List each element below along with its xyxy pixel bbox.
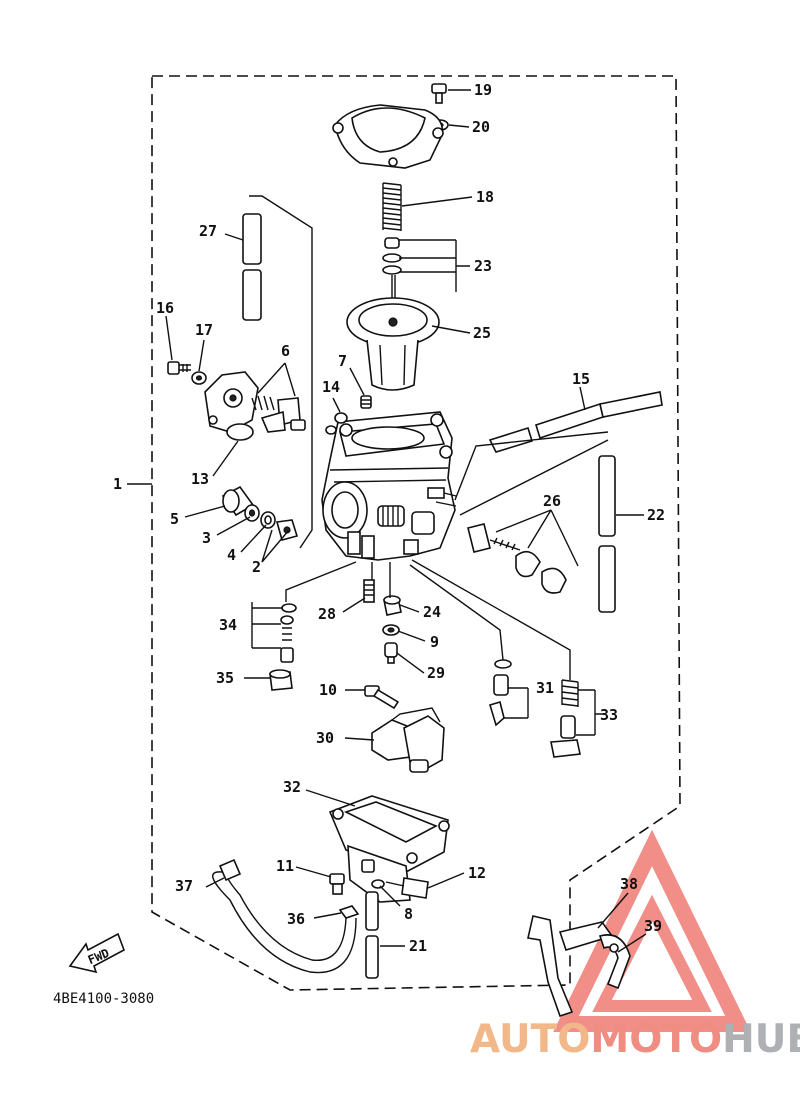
carb-top-cover bbox=[332, 104, 444, 169]
vent-tube-22 bbox=[598, 455, 616, 613]
part-label-30: 30 bbox=[316, 729, 334, 747]
cap-5 bbox=[221, 485, 255, 517]
screw-7 bbox=[360, 395, 372, 409]
svg-text:AUTOMOTOHUB: AUTOMOTOHUB bbox=[470, 1017, 800, 1062]
part-label-19: 19 bbox=[474, 81, 492, 99]
washer-9 bbox=[382, 624, 400, 636]
part-label-4: 4 bbox=[227, 546, 236, 564]
accelerator-pump-cover bbox=[204, 371, 259, 433]
main-jet-28 bbox=[363, 579, 375, 603]
part-label-38: 38 bbox=[620, 875, 638, 893]
part-label-35: 35 bbox=[216, 669, 234, 687]
watermark-moto: MOTO bbox=[590, 1017, 722, 1062]
part-label-18: 18 bbox=[476, 188, 494, 206]
part-label-33: 33 bbox=[600, 706, 618, 724]
washer-3 bbox=[244, 504, 260, 522]
part-label-36: 36 bbox=[287, 910, 305, 928]
watermark-auto: AUTO bbox=[470, 1017, 590, 1062]
part-label-26: 26 bbox=[543, 492, 561, 510]
drain-bolt-12 bbox=[385, 877, 429, 899]
pilot-jet-29 bbox=[384, 642, 398, 664]
part-label-6: 6 bbox=[281, 342, 290, 360]
carburetor-body bbox=[321, 411, 457, 561]
drain-hose-37 bbox=[212, 858, 357, 974]
part-label-16: 16 bbox=[156, 299, 174, 317]
part-label-27: 27 bbox=[199, 222, 217, 240]
part-label-31: 31 bbox=[536, 679, 554, 697]
part-label-12: 12 bbox=[468, 864, 486, 882]
part-label-10: 10 bbox=[319, 681, 337, 699]
clip-8 bbox=[371, 879, 385, 889]
watermark-text: AUTOMOTOHUB bbox=[470, 1017, 800, 1062]
spring-diaphragm-6 bbox=[251, 395, 306, 433]
screw-2 bbox=[275, 519, 299, 541]
tube-27 bbox=[242, 213, 262, 321]
clip-36 bbox=[338, 905, 360, 919]
part-label-22: 22 bbox=[647, 506, 665, 524]
part-label-1: 1 bbox=[113, 475, 122, 493]
drain-tube-21 bbox=[365, 891, 379, 979]
diagram-part-code: 4BE4100-3080 bbox=[53, 991, 154, 1007]
part-label-3: 3 bbox=[202, 529, 211, 547]
diaphragm-piston-25 bbox=[346, 297, 440, 391]
o-ring-13 bbox=[226, 423, 254, 441]
plug-35 bbox=[269, 669, 293, 691]
spring-18 bbox=[382, 182, 402, 231]
part-label-39: 39 bbox=[644, 917, 662, 935]
part-label-20: 20 bbox=[472, 118, 490, 136]
float-30 bbox=[371, 707, 445, 773]
vent-hose-15 bbox=[488, 391, 663, 453]
part-label-2: 2 bbox=[252, 558, 261, 576]
float-bowl-32 bbox=[328, 795, 450, 903]
pilot-screw-33 bbox=[550, 679, 581, 758]
part-label-29: 29 bbox=[427, 664, 445, 682]
part-label-15: 15 bbox=[572, 370, 590, 388]
part-label-14: 14 bbox=[322, 378, 340, 396]
part-label-7: 7 bbox=[338, 352, 347, 370]
screw-11 bbox=[329, 873, 345, 895]
o-ring-4 bbox=[260, 511, 276, 529]
part-label-34: 34 bbox=[219, 616, 237, 634]
part-label-23: 23 bbox=[474, 257, 492, 275]
part-number-labels: 1 2 3 4 5 6 7 8 9 10 11 12 13 14 15 16 1… bbox=[113, 81, 665, 955]
part-label-8: 8 bbox=[404, 905, 413, 923]
jet-needle-parts-23 bbox=[382, 237, 402, 340]
part-label-25: 25 bbox=[473, 324, 491, 342]
o-ring-14 bbox=[325, 412, 348, 435]
float-pin-screw-10 bbox=[364, 685, 400, 710]
watermark-hub: HUB bbox=[722, 1017, 800, 1062]
washer-17 bbox=[191, 371, 207, 385]
jet-set-34 bbox=[280, 603, 297, 663]
part-label-28: 28 bbox=[318, 605, 336, 623]
part-label-11: 11 bbox=[276, 857, 294, 875]
part-label-13: 13 bbox=[191, 470, 209, 488]
part-label-37: 37 bbox=[175, 877, 193, 895]
leader-lines bbox=[127, 89, 647, 953]
bolt-16 bbox=[167, 361, 191, 375]
part-label-21: 21 bbox=[409, 937, 427, 955]
nozzle-24 bbox=[383, 595, 402, 616]
idle-screw-set-26 bbox=[467, 523, 567, 594]
part-label-24: 24 bbox=[423, 603, 441, 621]
part-label-9: 9 bbox=[430, 633, 439, 651]
part-label-17: 17 bbox=[195, 321, 213, 339]
part-label-32: 32 bbox=[283, 778, 301, 796]
needle-valve-31 bbox=[489, 659, 512, 727]
part-label-5: 5 bbox=[170, 510, 179, 528]
forward-direction-arrow: FWD bbox=[68, 932, 125, 974]
screw-19 bbox=[431, 83, 447, 104]
hose-clamp-39 bbox=[598, 934, 631, 990]
